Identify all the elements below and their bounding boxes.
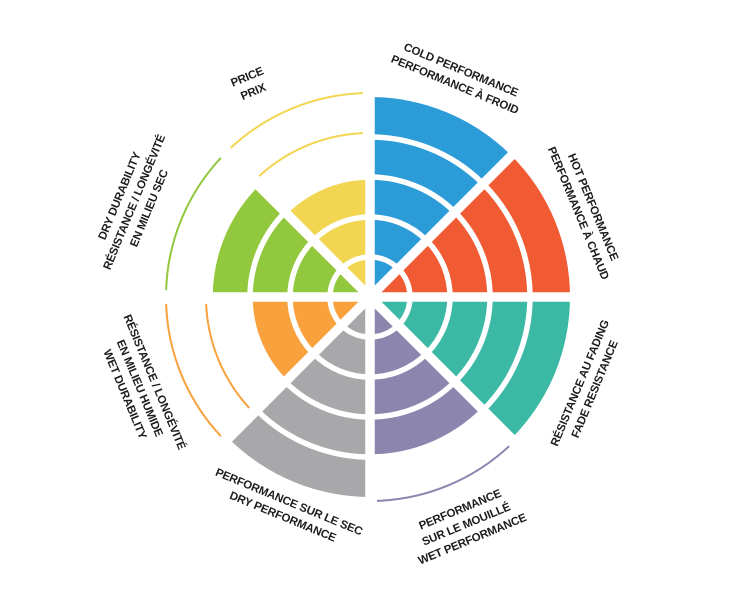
sector-fade-resistance-ring-4 (454, 297, 530, 411)
sector-cold-performance-ring-5 (370, 97, 512, 184)
indicator-arc-wet-durability-ring-4 (205, 303, 250, 409)
sector-fade-resistance-ring-5 (483, 297, 570, 439)
sector-wet-durability-ring-3 (250, 297, 314, 382)
sector-hot-performance-ring-3 (426, 212, 490, 297)
sector-dry-performance-ring-5 (228, 410, 370, 497)
sector-hot-performance-ring-5 (483, 155, 570, 297)
indicator-arc-dry-durability-ring-5 (165, 157, 222, 291)
indicator-arc-price-ring-5 (230, 92, 364, 149)
sector-label-price: PRICEPRIX (229, 65, 272, 104)
indicator-arc-wet-performance-ring-5 (376, 445, 510, 502)
indicator-arc-price-ring-4 (258, 132, 364, 177)
sector-dry-performance-ring-4 (256, 381, 370, 457)
sector-separator-135 (219, 146, 521, 448)
sector-wet-performance-ring-3 (370, 353, 455, 417)
sector-label-dry-durability: DRY DURABILITYRÉSISTANCE / LONGÉVITÉEN M… (87, 127, 183, 278)
sector-dry-performance-ring-3 (285, 353, 370, 417)
sector-dry-durability-ring-3 (250, 212, 314, 297)
sector-dry-durability-ring-4 (210, 183, 286, 297)
sector-hot-performance-ring-4 (454, 183, 530, 297)
sector-cold-performance-ring-4 (370, 137, 484, 213)
sector-label-wet-durability: RÉSISTANCE / LONGÉVITÉEN MILIEU HUMIDEWE… (91, 313, 188, 465)
sector-fade-resistance-ring-3 (426, 297, 490, 382)
indicator-arc-wet-durability-ring-5 (165, 303, 222, 437)
sector-price-ring-3 (285, 177, 370, 241)
sector-cold-performance-ring-3 (370, 177, 455, 241)
sector-wet-performance-ring-4 (370, 381, 484, 457)
